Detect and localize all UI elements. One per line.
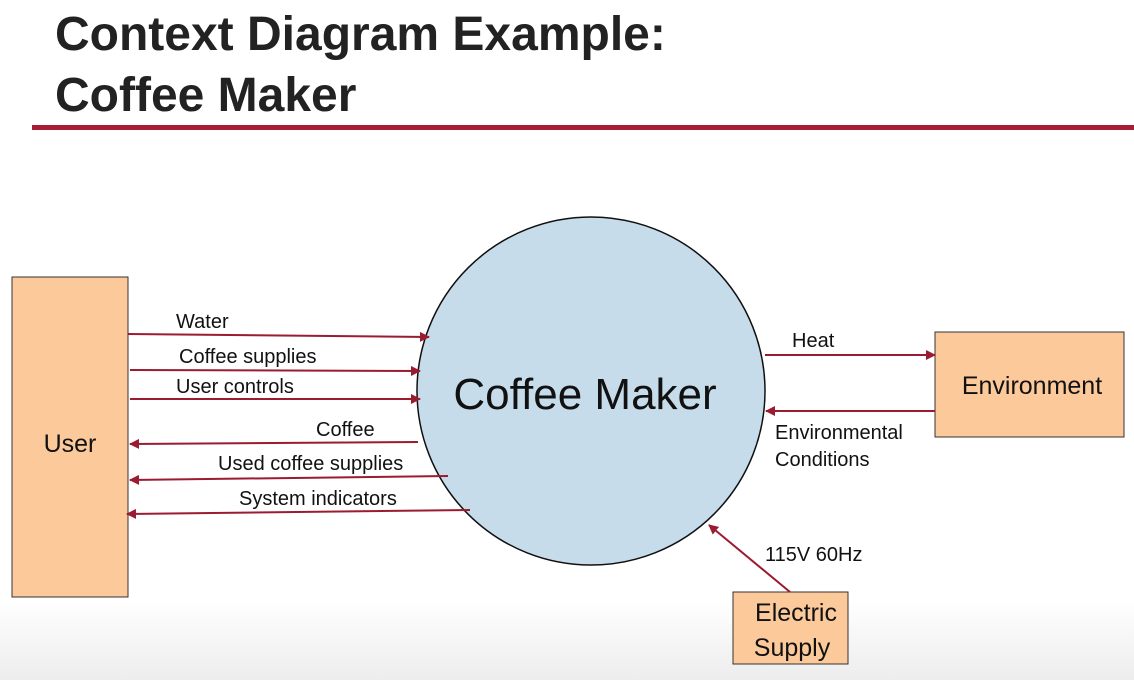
flow-system-indicators: System indicators xyxy=(126,488,471,519)
flow-used-coffee-supplies: Used coffee supplies xyxy=(129,453,449,485)
flow-coffee-supplies: Coffee supplies xyxy=(129,346,421,376)
flow-system-indicators-arrow xyxy=(126,508,471,519)
process-coffee-maker: Coffee Maker xyxy=(416,216,766,566)
flow-system-indicators-label: System indicators xyxy=(239,488,397,510)
flow-power-label: 115V 60Hz xyxy=(765,544,862,566)
entity-user: User xyxy=(11,276,129,598)
flow-coffee-supplies-arrow xyxy=(129,365,421,376)
flow-user-controls-label: User controls xyxy=(176,376,294,398)
entity-electric-supply: Electric Supply xyxy=(732,591,849,665)
flow-coffee-supplies-label: Coffee supplies xyxy=(179,346,317,368)
flow-used-coffee-supplies-label: Used coffee supplies xyxy=(218,453,403,475)
slide-title: Context Diagram Example: Coffee Maker xyxy=(55,4,666,126)
flow-coffee-label: Coffee xyxy=(316,419,375,441)
process-label: Coffee Maker xyxy=(453,370,716,419)
flow-power-arrow xyxy=(708,524,791,593)
flow-environmental-conditions: Environmental Conditions xyxy=(765,406,935,471)
entity-user-box xyxy=(11,276,129,598)
flow-coffee-arrow xyxy=(129,438,419,449)
flow-water-arrow xyxy=(127,331,430,342)
flow-water-label: Water xyxy=(176,311,229,333)
flow-environmental-conditions-label-2: Conditions xyxy=(775,449,870,471)
flow-used-coffee-supplies-arrow xyxy=(129,474,449,485)
flow-heat: Heat xyxy=(765,330,936,360)
flow-coffee: Coffee xyxy=(129,419,419,449)
entity-electric-supply-label-2: Supply xyxy=(754,634,831,662)
entity-electric-supply-box xyxy=(732,591,849,665)
entity-user-label: User xyxy=(44,430,97,458)
slide-title-line-1: Context Diagram Example: xyxy=(55,8,666,61)
entity-environment-box xyxy=(934,331,1125,438)
flow-water: Water xyxy=(127,311,430,342)
flow-user-controls: User controls xyxy=(130,376,421,404)
process-circle xyxy=(416,216,766,566)
entity-environment-label: Environment xyxy=(962,372,1102,400)
flow-environmental-conditions-label-1: Environmental xyxy=(775,422,903,444)
flow-power: 115V 60Hz xyxy=(708,524,862,593)
slide-title-line-2: Coffee Maker xyxy=(55,69,357,122)
flow-heat-label: Heat xyxy=(792,330,835,352)
entity-environment: Environment xyxy=(934,331,1125,438)
title-divider xyxy=(32,125,1134,130)
entity-electric-supply-label-1: Electric xyxy=(755,599,837,627)
